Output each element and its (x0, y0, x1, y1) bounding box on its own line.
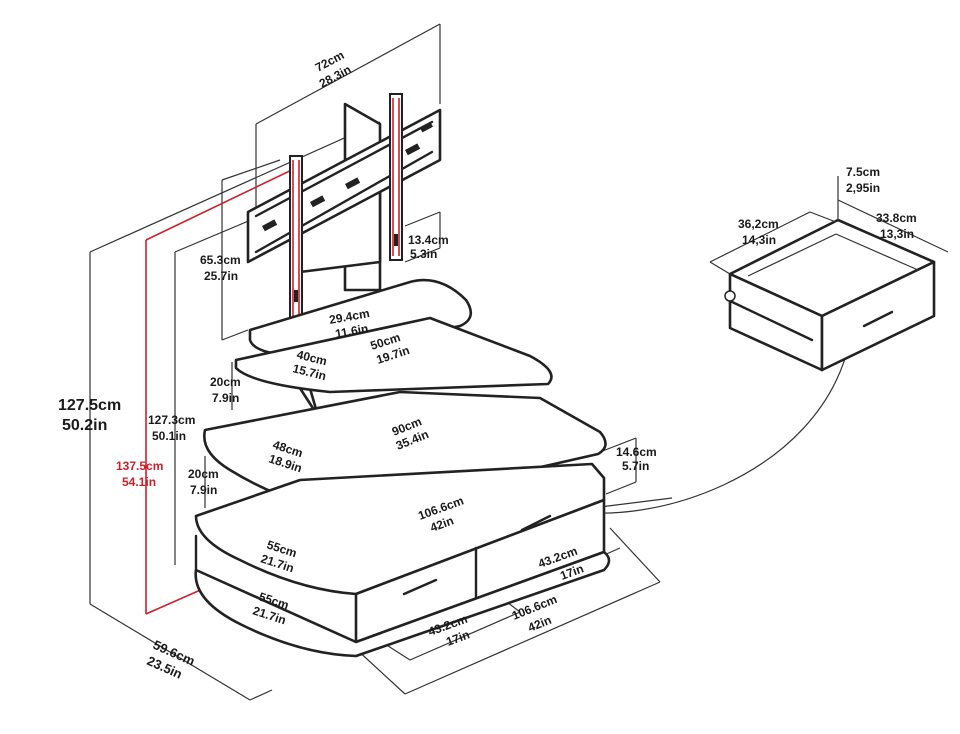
label-mount-h-in: 5.3in (410, 247, 437, 261)
bracket-slots (261, 122, 433, 232)
label-drawer-det-h-cm: 7.5cm (846, 165, 880, 179)
top-glass-shelf (248, 278, 473, 358)
label-drawer-h-cm: 14.6cm (616, 445, 657, 459)
dimension-lines (89, 23, 851, 701)
max-height-red-dimension (145, 165, 301, 615)
label-drawer-det-w-cm: 36,2cm (738, 217, 779, 231)
middle-glass-shelf (234, 316, 553, 394)
base-bottom-slab (194, 550, 611, 658)
label-gap-mid-in: 7.9in (190, 483, 217, 497)
label-height-max-in: 54.1in (122, 475, 156, 489)
label-mount-top-cm: 65.3cm (200, 253, 241, 267)
tv-mount-bracket (246, 93, 442, 418)
label-top-shelf-w-in: 11.6in (334, 321, 369, 341)
drawer-handle-right (520, 514, 552, 532)
label-gap-top-in: 7.9in (212, 391, 239, 405)
label-mount-h-cm: 13.4cm (408, 233, 449, 247)
bracket-arm-right (389, 93, 403, 261)
label-height-total-cm: 127.5cm (58, 397, 121, 414)
drawer-handle-left (402, 578, 438, 596)
label-drawer-det-d-cm: 33.8cm (876, 211, 917, 225)
drawer-detail-handle (862, 310, 894, 328)
label-drawer-det-h-in: 2,95in (846, 181, 880, 195)
label-drawer-h-in: 5.7in (622, 459, 649, 473)
label-gap-top-cm: 20cm (210, 375, 241, 389)
label-top-shelf-w-cm: 29.4cm (328, 306, 371, 327)
bracket-arm-left (289, 155, 303, 337)
label-height-mid-cm: 127.3cm (148, 413, 195, 427)
label-height-mid-in: 50.1in (152, 429, 186, 443)
label-drawer-det-d-in: 13,3in (880, 227, 914, 241)
label-height-total-in: 50.2in (62, 417, 107, 434)
label-mount-top-in: 25.7in (204, 269, 238, 283)
drawer-detail (709, 176, 949, 372)
label-height-max-cm: 137.5cm (116, 459, 163, 473)
label-drawer-det-w-in: 14,3in (742, 233, 776, 247)
label-gap-mid-cm: 20cm (188, 467, 219, 481)
